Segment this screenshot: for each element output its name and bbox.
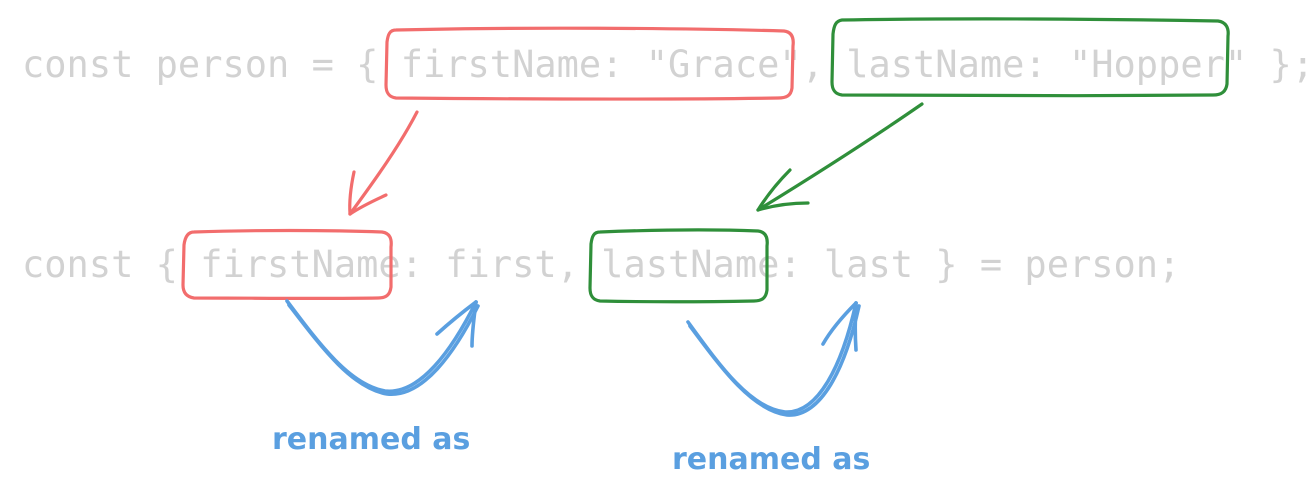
first-name-mapping-arrow (348, 110, 419, 216)
first-name-property-box (384, 26, 795, 101)
last-name-mapping-arrow (756, 102, 924, 212)
code-line-object-literal: const person = { firstName: "Grace", las… (22, 43, 1314, 86)
right-rename-label: renamed as (672, 442, 870, 477)
last-name-property-box (830, 17, 1230, 98)
left-rename-label: renamed as (272, 422, 470, 457)
last-name-key-box (588, 228, 769, 304)
left-rename-arrow (285, 299, 480, 396)
right-rename-arrow (686, 301, 861, 417)
code-line-destructuring: const { firstName: first, lastName: last… (22, 243, 1180, 286)
first-name-key-box (181, 228, 393, 301)
